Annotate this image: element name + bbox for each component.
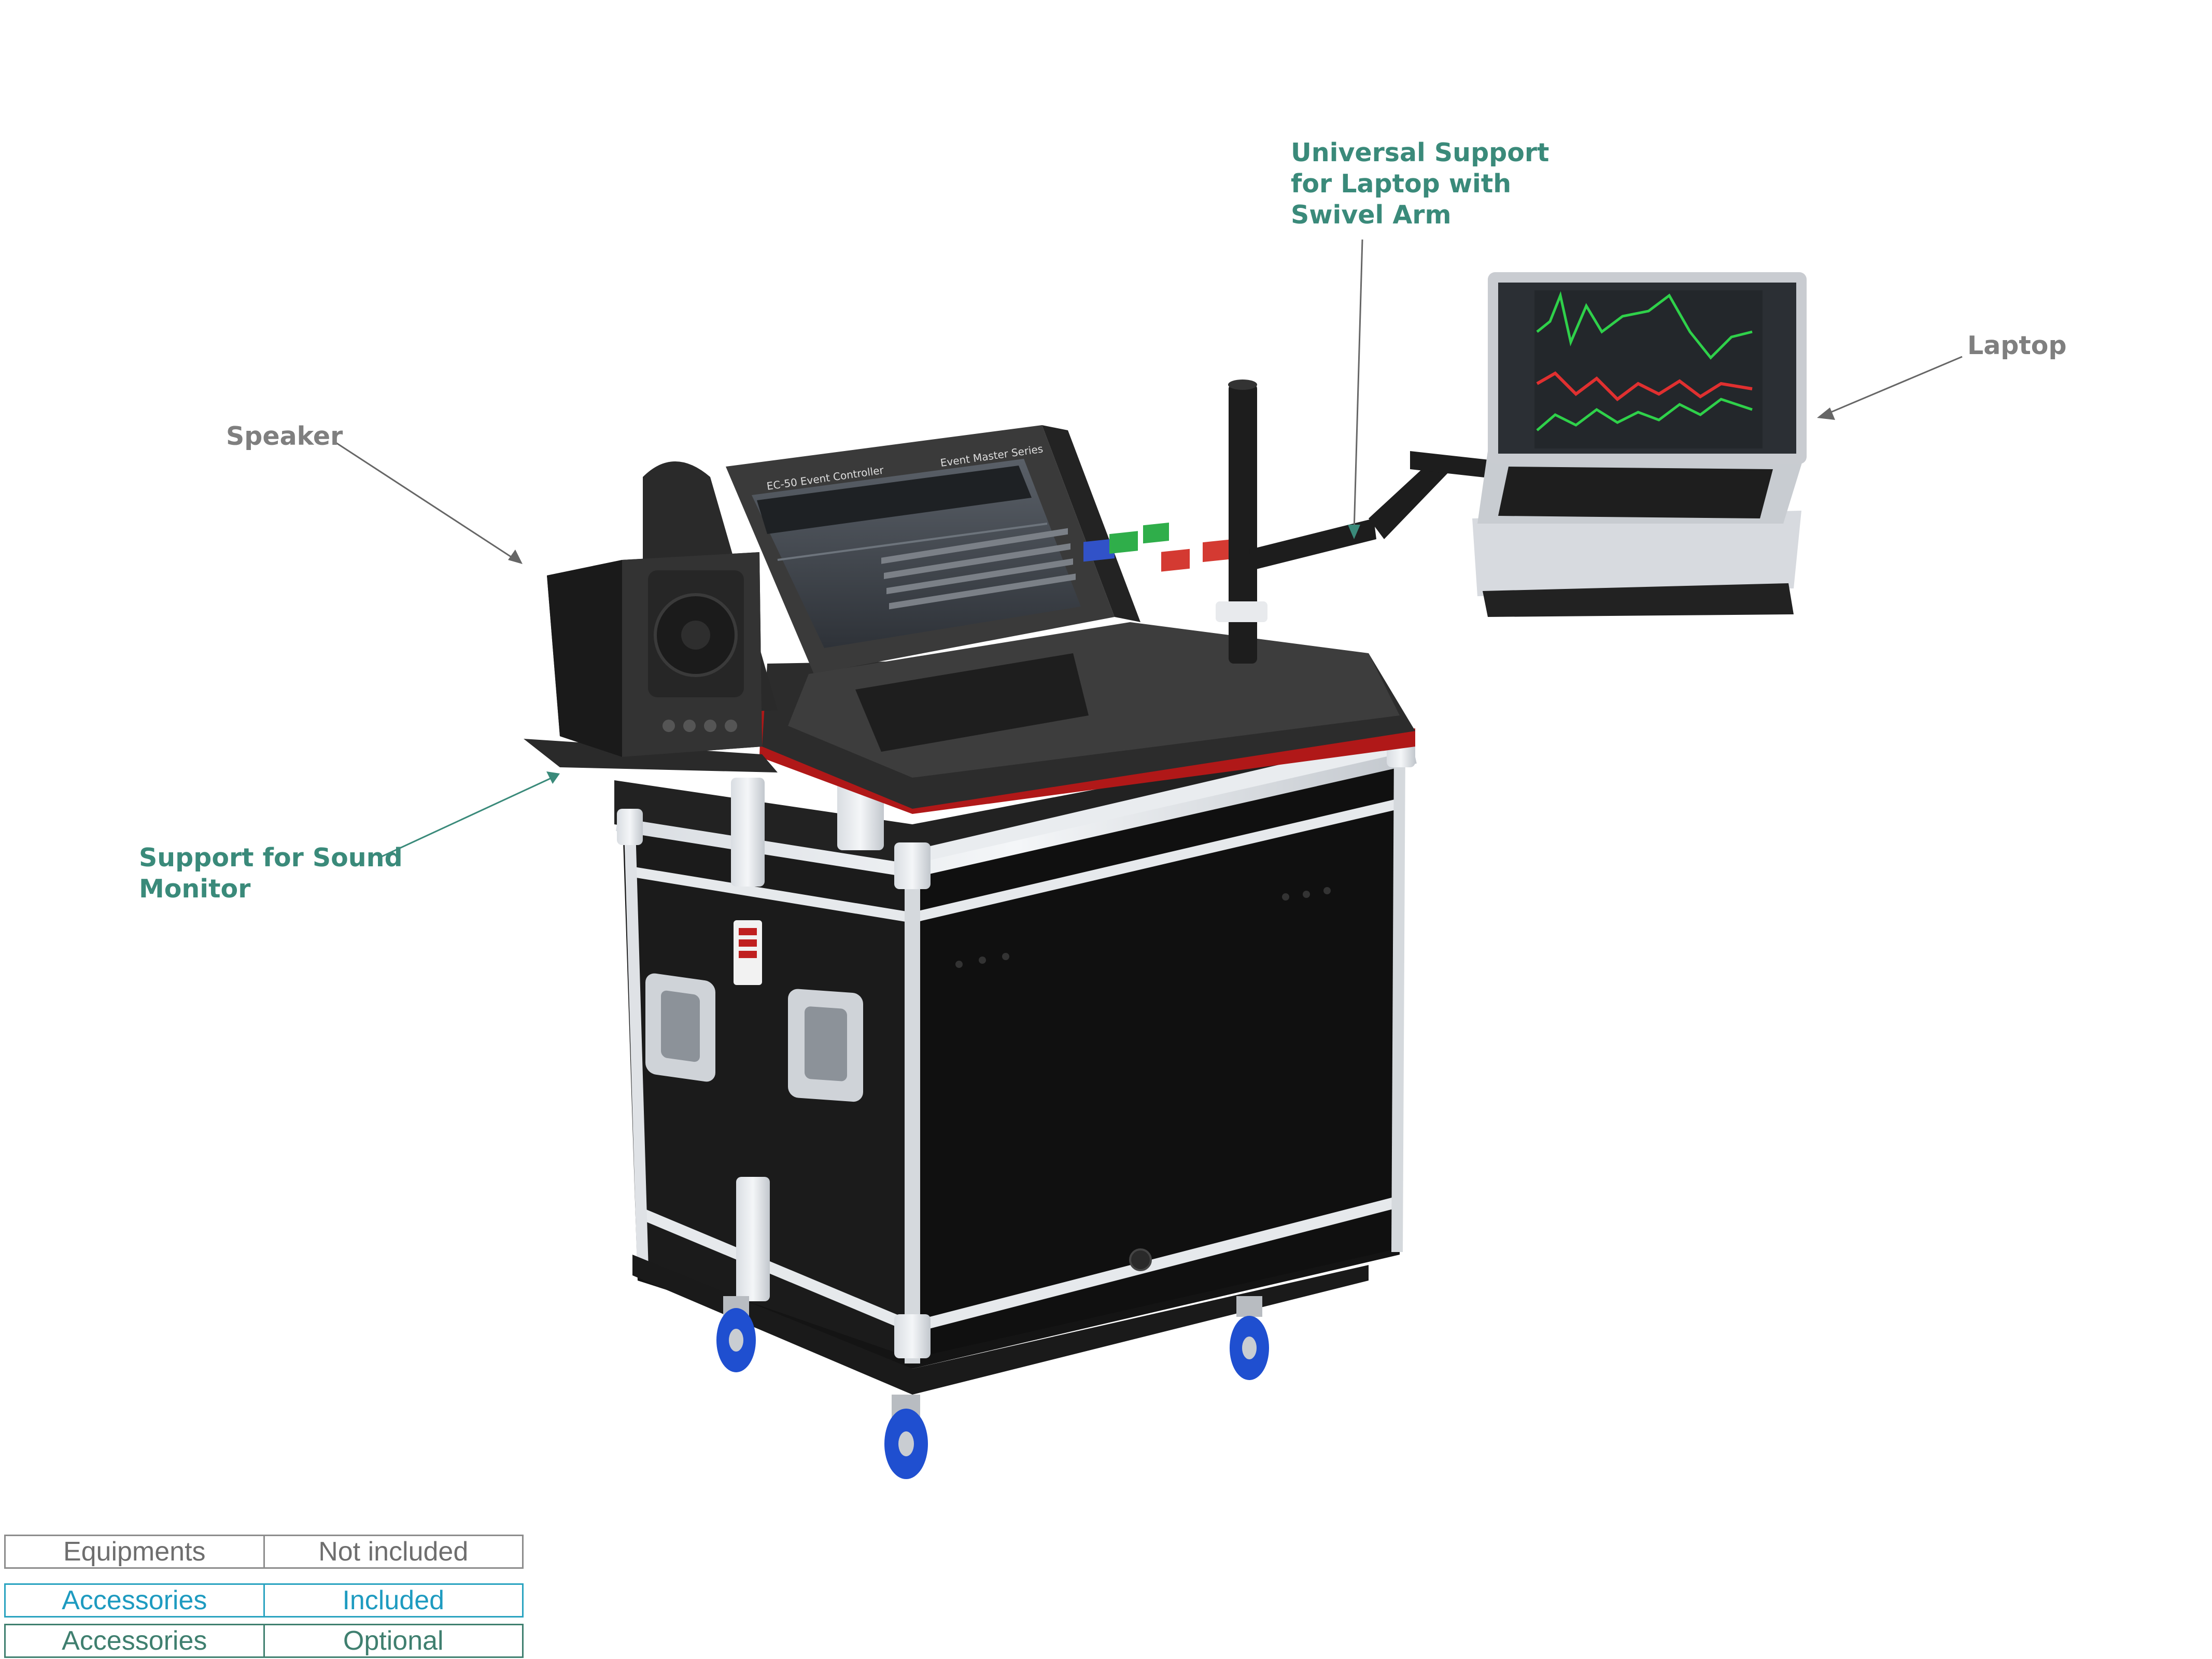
laptop-stand [1472, 511, 1801, 596]
case-handle [645, 973, 715, 1082]
callout-line: Swivel Arm [1291, 200, 1452, 230]
case-left-face [627, 830, 912, 1358]
legend-category: Accessories [62, 1585, 207, 1615]
legend-row-accessories-included: Accessories Included [4, 1583, 524, 1618]
caster-wheel [716, 1296, 756, 1372]
caster-wheels [716, 1296, 1269, 1479]
leader-laptop [1824, 356, 1963, 416]
road-case [614, 728, 1417, 1395]
legend-row-equipments: Equipments Not included [4, 1535, 524, 1569]
case-latch [731, 778, 765, 887]
case-base [632, 1255, 1369, 1395]
laptop-graph-red [1536, 371, 1753, 401]
case-latch [736, 1177, 770, 1301]
callout-line: for Laptop with [1291, 169, 1512, 199]
case-right-face [912, 747, 1394, 1358]
callout-universal-support: Universal Support for Laptop with Swivel… [1291, 137, 1549, 231]
callout-leaders [332, 239, 1963, 859]
laptop-swivel-arm [1216, 379, 1503, 664]
leader-speaker [332, 440, 516, 561]
callout-line: Laptop [1967, 331, 2067, 360]
arm-pole [1229, 384, 1257, 664]
callout-line: Speaker [226, 421, 343, 451]
callout-sound-monitor-support: Support for Sound Monitor [139, 842, 403, 905]
leader-sound-monitor [378, 777, 553, 859]
callout-laptop: Laptop [1967, 330, 2067, 361]
caster-wheel [884, 1395, 928, 1479]
sound-monitor-support-shelf [524, 739, 778, 772]
legend-status: Optional [263, 1625, 523, 1656]
callout-line: Universal Support [1291, 138, 1549, 167]
speaker-monitor [547, 552, 762, 757]
laptop-keyboard [1498, 467, 1773, 518]
legend-category: Accessories [62, 1626, 207, 1656]
caster-wheel [1230, 1296, 1269, 1380]
legend-row-accessories-optional: Accessories Optional [4, 1624, 524, 1658]
laptop [1472, 272, 1807, 617]
legend-status: Included [263, 1585, 523, 1616]
callout-speaker: Speaker [226, 421, 343, 452]
case-handle [788, 989, 863, 1102]
callout-line: Monitor [139, 874, 251, 904]
callout-line: Support for Sound [139, 843, 403, 873]
legend-status: Not included [263, 1536, 523, 1567]
laptop-graph-green [1536, 291, 1753, 360]
leader-universal-support [1353, 239, 1363, 532]
legend-table: Equipments Not included Accessories Incl… [4, 1535, 524, 1658]
legend-category: Equipments [63, 1537, 206, 1567]
